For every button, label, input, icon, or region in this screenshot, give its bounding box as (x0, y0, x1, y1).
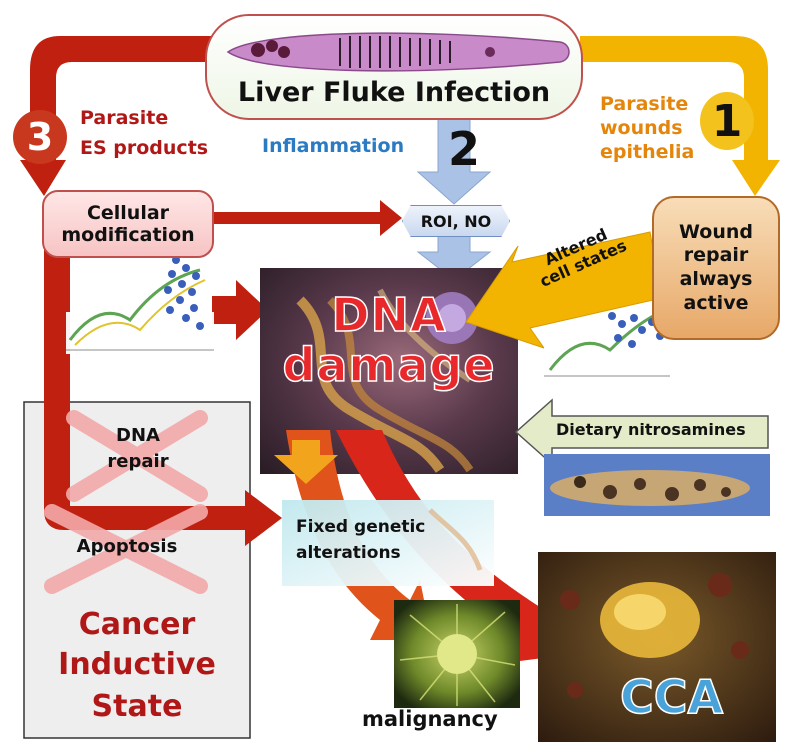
apoptosis-label: Apoptosis (76, 536, 178, 557)
step-3-number: 3 (13, 110, 67, 164)
step-1-label-line1: Parasite (600, 93, 689, 115)
cellular-modification-line2: modification (61, 224, 195, 246)
arrow-dna-to-cca (336, 430, 590, 662)
fixed-genetic-panel (282, 500, 494, 586)
wound-repair-line2: repair (683, 244, 749, 267)
cancer-inductive-state-line3: State (91, 689, 183, 724)
step-2-label: Inflammation (262, 135, 405, 157)
x-mark-dna-repair (66, 410, 208, 502)
arrow-altered-cell-states (465, 231, 663, 349)
epithelium-illustration-right (544, 308, 670, 380)
malignancy-label: malignancy (362, 707, 498, 731)
dna-damage-line1: DNA (331, 288, 447, 342)
wound-repair-line4: active (683, 291, 749, 314)
arrow-tissue-to-dna (212, 280, 268, 340)
cancer-inductive-state-line1: Cancer (78, 607, 196, 642)
arrow-2-inflammation-a (416, 111, 492, 205)
step-2-number: 2 (448, 122, 481, 176)
cellular-modification-box: Cellular modification (42, 190, 214, 258)
arrow-dietary-nitrosamines (514, 398, 769, 466)
epithelium-illustration-left (66, 256, 214, 354)
liver-fluke-image-overlay (226, 32, 570, 72)
cca-label: CCA (619, 670, 724, 724)
dietary-nitrosamines-label: Dietary nitrosamines (556, 420, 746, 439)
arrow-cellular-to-roi (210, 200, 402, 236)
dna-repair-line2: repair (107, 451, 169, 472)
wound-repair-line1: Wound (679, 220, 753, 243)
x-mark-apoptosis (44, 504, 208, 594)
dna-repair-line1: DNA (116, 425, 160, 446)
arrow-1-parasite-wounds (580, 36, 780, 196)
step-1-label-line2: wounds (600, 117, 683, 139)
arrow-3-parasite-es-products (20, 36, 225, 196)
arrow-dna-to-malignancy (286, 430, 432, 640)
roi-no-box: ROI, NO (402, 205, 510, 237)
step-1-number: 1 (700, 92, 754, 150)
arrow-orange-small (274, 440, 338, 484)
step-3-label-line2: ES products (80, 137, 209, 159)
step-3-label-line1: Parasite (80, 107, 169, 129)
step-1-label-line3: epithelia (600, 141, 695, 163)
liver-fluke-infection-title: Liver Fluke Infection (237, 77, 551, 108)
dna-damage-line2: damage (282, 338, 496, 392)
fixed-genetic-alterations-line1: Fixed genetic (296, 517, 426, 537)
wound-repair-box: Wound repair always active (652, 196, 780, 340)
cancer-inductive-state-line2: Inductive (58, 647, 216, 682)
fixed-genetic-alterations-line2: alterations (296, 543, 401, 563)
wound-repair-line3: always (679, 268, 753, 290)
cellular-modification-line1: Cellular (86, 202, 170, 224)
